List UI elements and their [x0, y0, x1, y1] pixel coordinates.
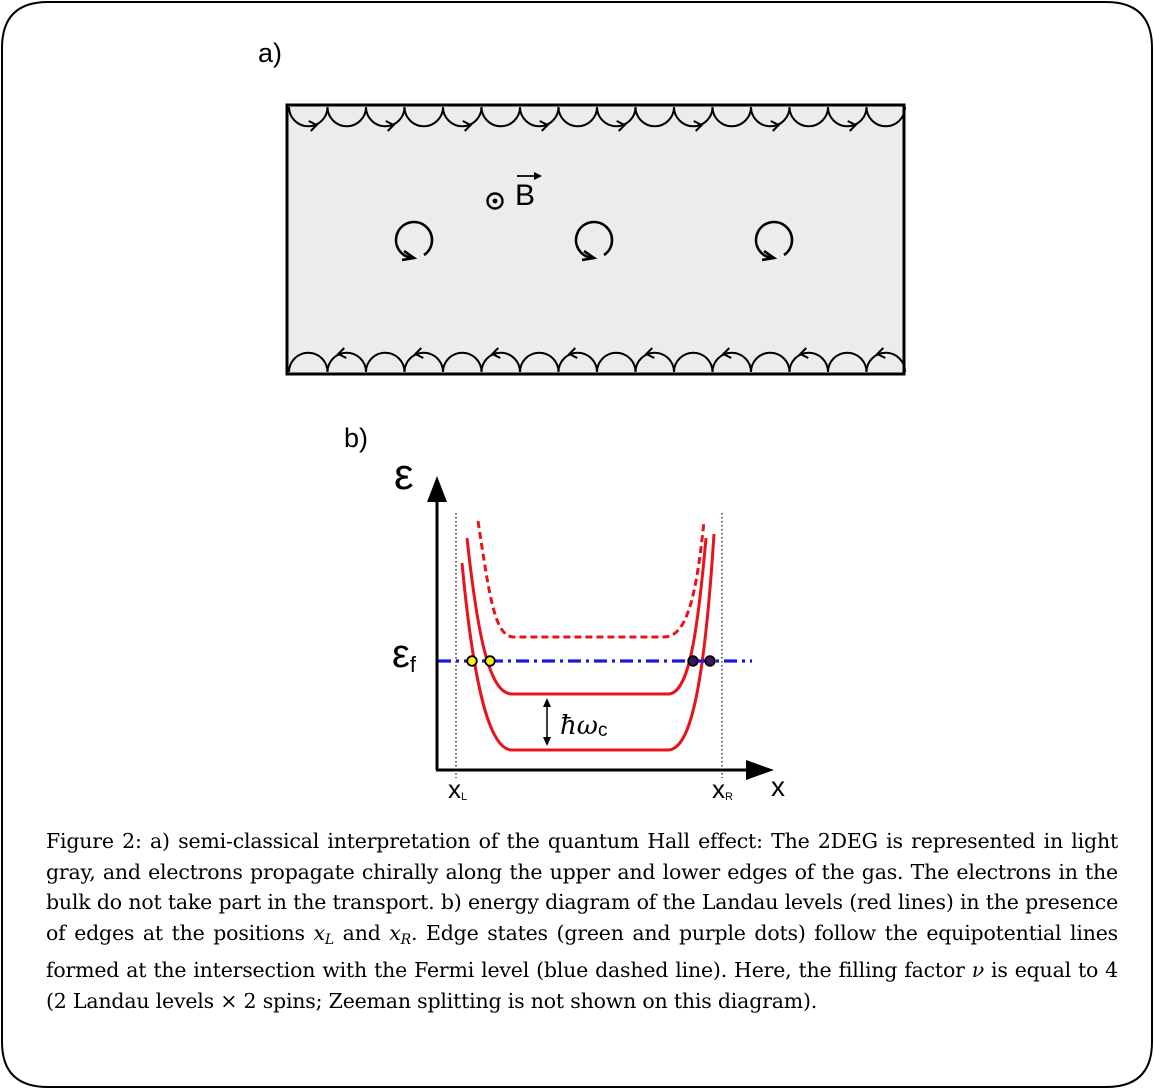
top-edge-arrowhead — [616, 120, 627, 132]
y-axis-label: ε — [394, 450, 414, 499]
top-edge-arrowhead — [385, 120, 396, 132]
bottom-arc-path — [288, 351, 906, 373]
bottom-edge-arrowhead — [798, 347, 809, 359]
panel-b-diagram: ħωc ε εf x xL xR — [392, 450, 785, 804]
bottom-edge-arrowhead — [567, 347, 578, 359]
panel-a-label: a) — [258, 38, 283, 68]
bottom-edge-arrowhead — [721, 347, 732, 359]
bulk-orbit — [754, 220, 794, 262]
magnetic-field-out-of-plane-icon — [486, 192, 504, 210]
fermi-label: εf — [392, 632, 417, 677]
top-arc-path — [288, 106, 906, 128]
top-edge-arrowhead — [770, 120, 781, 132]
bottom-edge-arrowhead — [644, 347, 655, 359]
bulk-orbit — [394, 220, 434, 262]
top-edge-arrowhead — [847, 120, 858, 132]
bulk-orbits — [394, 220, 794, 262]
top-edge-arrowhead — [693, 120, 704, 132]
edge-state-dot — [466, 655, 478, 667]
edge-state-dot — [704, 655, 716, 667]
top-edge-arrowhead — [539, 120, 550, 132]
gap-label: ħωc — [560, 711, 607, 741]
landau-level-2 — [465, 537, 708, 696]
bulk-orbit — [574, 220, 614, 262]
bottom-edge-arrowhead — [490, 347, 501, 359]
panel-a-diagram: B — [285, 103, 906, 376]
vector-arrow-icon — [517, 172, 542, 180]
bottom-edge-arrowhead — [336, 347, 347, 359]
field-label: B — [515, 179, 535, 212]
2deg-region — [285, 103, 906, 376]
top-edge-arrowhead — [462, 120, 473, 132]
y-axis-arrowhead — [427, 476, 447, 502]
top-edge-arrowhead — [308, 120, 319, 132]
panel-b-label: b) — [344, 423, 369, 453]
x-axis-arrowhead — [746, 760, 774, 780]
left-edge-label: xL — [448, 774, 467, 804]
right-edge-label: xR — [712, 774, 733, 804]
edge-state-dot — [687, 655, 699, 667]
bottom-edge-skipping-orbits — [288, 347, 906, 373]
bottom-edge-arrowhead — [875, 347, 886, 359]
edge-state-dot — [484, 655, 496, 667]
gap-arrow — [543, 698, 551, 746]
top-edge-skipping-orbits — [288, 106, 906, 132]
bottom-edge-arrowhead — [413, 347, 424, 359]
landau-level-3-empty — [476, 520, 706, 639]
figure-caption: Figure 2: a) semi-classical interpretati… — [46, 829, 1118, 1013]
landau-level-1 — [460, 533, 716, 752]
x-axis-label: x — [771, 771, 785, 802]
